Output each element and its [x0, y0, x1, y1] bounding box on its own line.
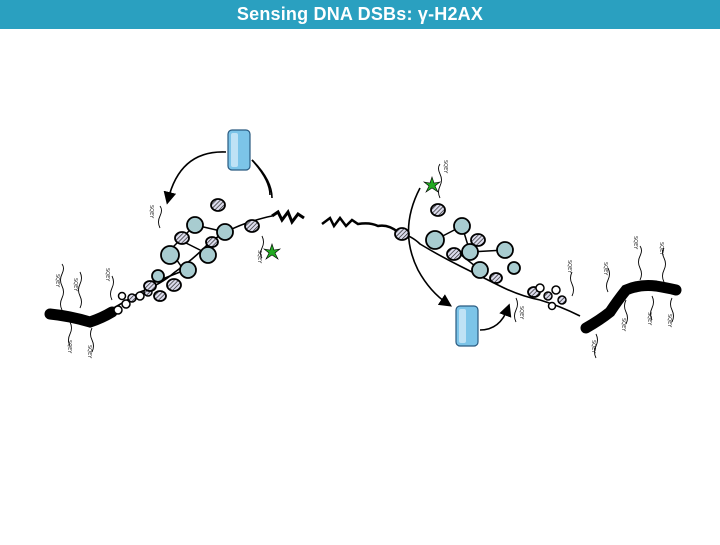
right-phospho-star-icon [424, 177, 440, 192]
svg-text:SQEY: SQEY [72, 278, 78, 292]
left-nucleosome-cluster [144, 199, 259, 301]
svg-text:SQEY: SQEY [66, 340, 72, 354]
svg-text:SQEY: SQEY [632, 236, 638, 250]
left-phospho-star-icon [264, 244, 280, 259]
left-small-nucleosomes [114, 288, 152, 314]
left-dna-broken-end [272, 212, 304, 222]
svg-text:SQEY: SQEY [566, 260, 572, 274]
svg-text:SQEY: SQEY [148, 205, 154, 219]
svg-text:SQEY: SQEY [104, 268, 110, 282]
left-chromatin-fiber [50, 312, 112, 322]
svg-text:SQEY: SQEY [602, 262, 608, 276]
diagram-canvas: SQEY SQEY SQEY SQEY SQEY SQEY SQEY [0, 29, 720, 540]
dsb-diagram: SQEY SQEY SQEY SQEY SQEY SQEY SQEY [0, 29, 720, 540]
svg-text:SQEY: SQEY [646, 312, 652, 326]
center-dna-end [322, 218, 398, 232]
svg-text:SQEY: SQEY [86, 345, 92, 359]
svg-text:SQEY: SQEY [518, 306, 524, 320]
svg-text:SQEY: SQEY [620, 318, 626, 332]
svg-text:SQEY: SQEY [54, 274, 60, 288]
slide-title: Sensing DNA DSBs: γ-H2AX [237, 4, 483, 25]
right-nucleosome-cluster [395, 204, 540, 297]
right-chromatin-fiber [586, 286, 676, 329]
svg-text:SQEY: SQEY [590, 340, 596, 354]
svg-text:SQEY: SQEY [666, 314, 672, 328]
left-curved-arrow [168, 152, 270, 200]
right-curved-arrow-up [480, 308, 508, 330]
svg-text:SQEY: SQEY [658, 242, 664, 256]
title-bar: Sensing DNA DSBs: γ-H2AX [0, 0, 720, 29]
svg-text:SQEY: SQEY [442, 160, 448, 174]
svg-text:SQEY: SQEY [256, 250, 262, 264]
right-small-nucleosomes [536, 284, 566, 310]
